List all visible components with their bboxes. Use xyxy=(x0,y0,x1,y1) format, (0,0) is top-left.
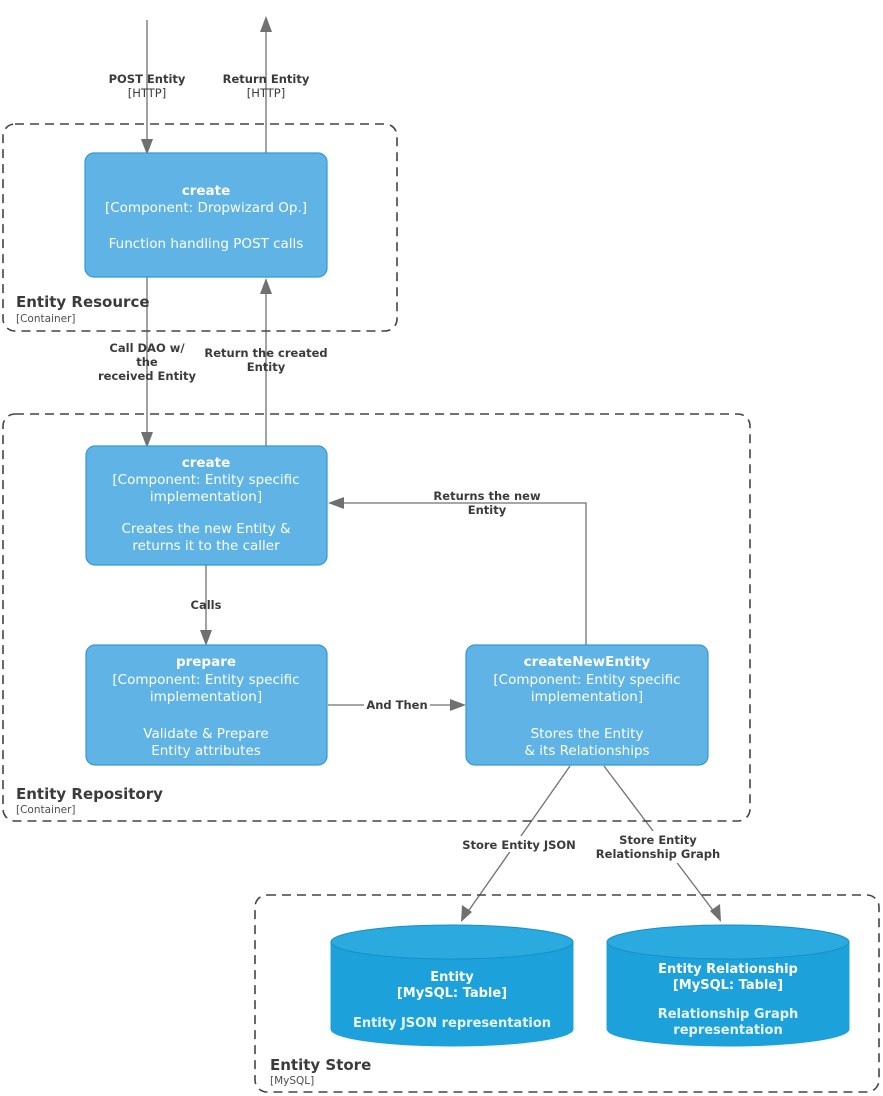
component-resource-create[interactable]: create [Component: Dropwizard Op.] Funct… xyxy=(84,152,328,278)
edge-store-relationship-graph-label-bg xyxy=(600,831,716,863)
component-repo-create-tech-line-2: implementation] xyxy=(150,489,262,505)
edge-store-entity-json: Store Entity JSON xyxy=(455,765,583,922)
edge-and-then: And Then xyxy=(328,697,466,713)
edge-returns-new-entity-line xyxy=(338,502,587,645)
component-repo-prepare-desc-line-2: Entity attributes xyxy=(151,743,261,759)
component-create-new-entity-tech-line-1: [Component: Entity specific xyxy=(493,672,680,688)
edge-return-created-entity: Return the created Entity xyxy=(204,278,328,446)
edge-return-created-entity-arrowhead xyxy=(260,278,272,294)
component-create-new-entity-desc-line-1: Stores the Entity xyxy=(531,726,644,742)
boundary-entity-resource-rect xyxy=(2,123,398,332)
boundary-entity-store-type: [MySQL] xyxy=(270,1075,314,1087)
boundary-entity-resource: Entity Resource [Container] xyxy=(2,123,398,332)
edge-call-dao-arrowhead xyxy=(141,432,153,448)
edge-store-entity-json-label-bg xyxy=(455,836,583,852)
edge-post-entity-arrowhead xyxy=(141,139,153,155)
edge-and-then-arrowhead xyxy=(450,699,466,711)
edge-call-dao-label-line-3: received Entity xyxy=(98,369,197,383)
component-repo-create-box[interactable] xyxy=(85,445,328,566)
component-repo-create-desc-line-2: returns it to the caller xyxy=(132,538,280,554)
edge-post-entity-label-line-2: [HTTP] xyxy=(128,86,166,100)
component-create-new-entity-title: createNewEntity xyxy=(524,654,651,670)
edge-returns-new-entity-label-line-1: Returns the new xyxy=(433,489,541,503)
component-repo-prepare-tech-line-2: implementation] xyxy=(150,689,262,705)
database-entity-relationship-tech: [MySQL: Table] xyxy=(673,978,783,993)
boundary-entity-resource-name: Entity Resource xyxy=(16,293,150,311)
edge-call-dao-label-line-1: Call DAO w/ xyxy=(109,341,185,355)
edge-return-entity-label-line-2: [HTTP] xyxy=(247,86,285,100)
component-resource-create-tech: [Component: Dropwizard Op.] xyxy=(105,200,307,216)
component-repo-prepare[interactable]: prepare [Component: Entity specific impl… xyxy=(85,644,328,766)
component-repo-prepare-desc-line-1: Validate & Prepare xyxy=(143,726,268,742)
component-repo-create-desc-line-1: Creates the new Entity & xyxy=(121,521,291,537)
boundary-entity-repository-name: Entity Repository xyxy=(16,785,163,803)
edge-return-entity-label-line-1: Return Entity xyxy=(223,72,310,86)
boundary-entity-resource-type: [Container] xyxy=(16,313,76,325)
database-entity-cylinder-body[interactable] xyxy=(330,941,574,1047)
component-resource-create-title: create xyxy=(182,183,231,199)
edge-returns-new-entity-label-line-2: Entity xyxy=(468,503,507,517)
component-resource-create-box[interactable] xyxy=(84,152,328,278)
boundary-entity-repository: Entity Repository [Container] xyxy=(2,413,751,822)
component-repo-create[interactable]: create [Component: Entity specific imple… xyxy=(85,445,328,566)
edge-store-relationship-graph-label-line-1: Store Entity xyxy=(619,833,697,847)
edge-return-entity-arrowhead xyxy=(260,16,272,32)
edge-calls: Calls xyxy=(191,565,222,646)
edge-store-relationship-graph-arrowhead xyxy=(710,904,721,922)
component-repo-create-title: create xyxy=(182,455,231,471)
database-entity[interactable]: Entity [MySQL: Table] Entity JSON repres… xyxy=(330,924,574,1047)
database-entity-relationship-desc-line-1: Relationship Graph xyxy=(658,1007,799,1022)
edge-and-then-label-bg xyxy=(364,697,430,713)
component-create-new-entity-desc-line-2: & its Relationships xyxy=(524,743,649,759)
edge-post-entity-label-line-1: POST Entity xyxy=(109,72,186,86)
database-entity-desc-line-1: Entity JSON representation xyxy=(353,1016,551,1031)
edge-store-relationship-graph-label-line-2: Relationship Graph xyxy=(596,847,720,861)
database-entity-relationship-cylinder-top xyxy=(606,924,850,960)
edge-store-entity-json-arrowhead xyxy=(461,905,472,922)
database-entity-relationship-desc-line-2: representation xyxy=(673,1023,782,1038)
edge-return-created-entity-label-line-1: Return the created xyxy=(204,346,327,360)
component-repo-prepare-box[interactable] xyxy=(85,644,328,766)
edge-store-relationship-graph: Store Entity Relationship Graph xyxy=(596,765,721,922)
edge-calls-arrowhead xyxy=(200,630,212,646)
database-entity-relationship-title: Entity Relationship xyxy=(658,962,798,977)
boundary-entity-store-rect xyxy=(254,894,880,1093)
component-create-new-entity-box[interactable] xyxy=(465,644,709,766)
database-entity-title: Entity xyxy=(430,970,474,985)
database-entity-cylinder-top xyxy=(330,924,574,960)
component-create-new-entity-tech-line-2: implementation] xyxy=(531,689,643,705)
edge-return-created-entity-label-line-2: Entity xyxy=(247,360,286,374)
database-entity-tech: [MySQL: Table] xyxy=(397,986,507,1001)
component-resource-create-desc-line-1: Function handling POST calls xyxy=(109,236,304,252)
component-create-new-entity[interactable]: createNewEntity [Component: Entity speci… xyxy=(465,644,709,766)
component-repo-create-tech-line-1: [Component: Entity specific xyxy=(112,472,299,488)
component-repo-prepare-title: prepare xyxy=(176,654,236,670)
edge-store-entity-json-label: Store Entity JSON xyxy=(462,838,576,852)
edge-post-entity: POST Entity [HTTP] xyxy=(109,20,186,155)
edge-and-then-label: And Then xyxy=(366,698,427,712)
boundary-entity-store-name: Entity Store xyxy=(270,1056,371,1074)
database-entity-relationship-cylinder-body[interactable] xyxy=(606,941,850,1047)
database-entity-relationship[interactable]: Entity Relationship [MySQL: Table] Relat… xyxy=(606,924,850,1047)
edge-returns-new-entity: Returns the new Entity xyxy=(328,489,587,645)
edge-calls-label: Calls xyxy=(191,598,222,612)
edge-returns-new-entity-arrowhead xyxy=(328,497,344,509)
component-repo-prepare-tech-line-1: [Component: Entity specific xyxy=(112,672,299,688)
boundary-entity-store: Entity Store [MySQL] xyxy=(254,894,880,1093)
boundary-entity-repository-type: [Container] xyxy=(16,804,76,816)
edge-call-dao-label-line-2: the xyxy=(136,355,158,369)
boundary-entity-repository-rect xyxy=(2,413,751,822)
edge-call-dao: Call DAO w/ the received Entity xyxy=(98,277,197,448)
